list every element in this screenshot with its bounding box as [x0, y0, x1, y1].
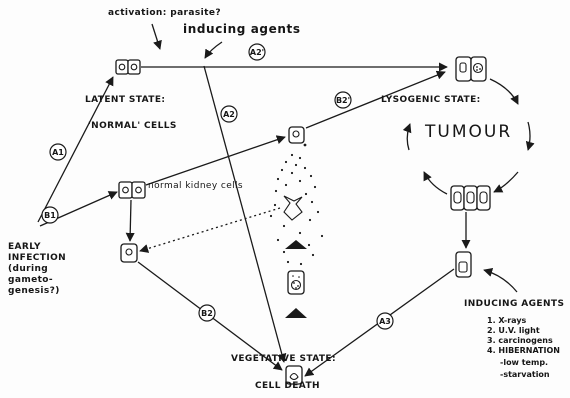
- pathway-a2p: A2': [249, 44, 265, 60]
- cell-pair-lysogenic: [456, 57, 486, 81]
- early-line-1: EARLY: [8, 242, 66, 253]
- arrow-inducing-top: [205, 42, 222, 58]
- svg-text:B2: B2: [201, 309, 213, 318]
- bursting-cell: [284, 196, 302, 220]
- pathway-b2p: B2': [335, 92, 351, 108]
- condition-low-temp: -low temp.: [500, 357, 550, 369]
- cycle-arrow-right: [528, 122, 530, 150]
- thick-arrow-lower: [285, 308, 307, 318]
- cell-single-induced: [456, 252, 471, 277]
- activation-label: activation: parasite?: [108, 8, 221, 18]
- cycle-arrow-bottom-right: [494, 172, 518, 192]
- infected-cell-lysing: [288, 271, 304, 294]
- agent-carcinogens: 3. carcinogens: [487, 336, 560, 346]
- cell-pair-latent: [116, 60, 140, 74]
- early-line-4: gameto-: [8, 275, 66, 286]
- condition-starvation: -starvation: [500, 369, 550, 381]
- svg-text:A1: A1: [52, 148, 64, 157]
- early-line-5: genesis?): [8, 286, 66, 297]
- cell-single-b2p: [289, 127, 306, 146]
- normal-cells-label: 'NORMAL' CELLS: [88, 121, 177, 131]
- cell-single-left: [121, 244, 137, 262]
- inducing-agents-list: 1. X-rays 2. U.V. light 3. carcinogens 4…: [487, 316, 560, 356]
- arrow-activation-down: [152, 24, 160, 49]
- arrow-inducing-up: [484, 270, 517, 292]
- inducing-agents-top-label: inducing agents: [183, 22, 301, 36]
- cycle-arrow-top-right: [490, 79, 518, 104]
- early-infection-label: EARLY INFECTION (during gameto- genesis?…: [8, 242, 66, 297]
- svg-text:A2: A2: [223, 110, 235, 119]
- hibernation-conditions: -low temp. -starvation: [500, 357, 550, 381]
- vegetative-state-label: VEGETATIVE STATE:: [231, 354, 336, 364]
- cell-triple-tumour: [451, 186, 490, 210]
- pathway-a2: A2: [221, 106, 237, 122]
- svg-text:A2': A2': [250, 48, 264, 57]
- early-line-2: INFECTION: [8, 253, 66, 264]
- tumour-label: TUMOUR: [425, 122, 512, 142]
- pathway-b2: B2: [199, 305, 215, 321]
- lysogenic-state-label: LYSOGENIC STATE:: [381, 95, 481, 105]
- latent-state-label: LATENT STATE:: [85, 95, 165, 105]
- agent-hibernation: 4. HIBERNATION: [487, 346, 560, 356]
- cycle-arrow-bottom-left: [424, 172, 447, 194]
- inducing-agents-title: INDUCING AGENTS: [464, 299, 564, 309]
- agent-xrays: 1. X-rays: [487, 316, 560, 326]
- cycle-arrow-left: [407, 124, 410, 150]
- arrow-kidney-down: [130, 200, 131, 241]
- pathway-a3: A3: [377, 313, 393, 329]
- normal-kidney-label: normal kidney cells: [148, 181, 243, 191]
- early-line-3: (during: [8, 264, 66, 275]
- arrow-a2: [204, 66, 284, 362]
- cell-death-label: CELL DEATH: [255, 381, 320, 391]
- thick-arrow-upper: [285, 240, 307, 249]
- arrow-dashed-return: [140, 208, 280, 251]
- arrow-b2p-short: [146, 137, 285, 185]
- svg-text:A3: A3: [379, 317, 391, 326]
- cell-pair-normal-kidney: [119, 182, 145, 198]
- agent-uv-light: 2. U.V. light: [487, 326, 560, 336]
- svg-text:B2': B2': [336, 96, 350, 105]
- svg-text:B1: B1: [44, 211, 56, 220]
- pathway-a1: A1: [50, 144, 66, 160]
- pathway-b1: B1: [42, 207, 58, 223]
